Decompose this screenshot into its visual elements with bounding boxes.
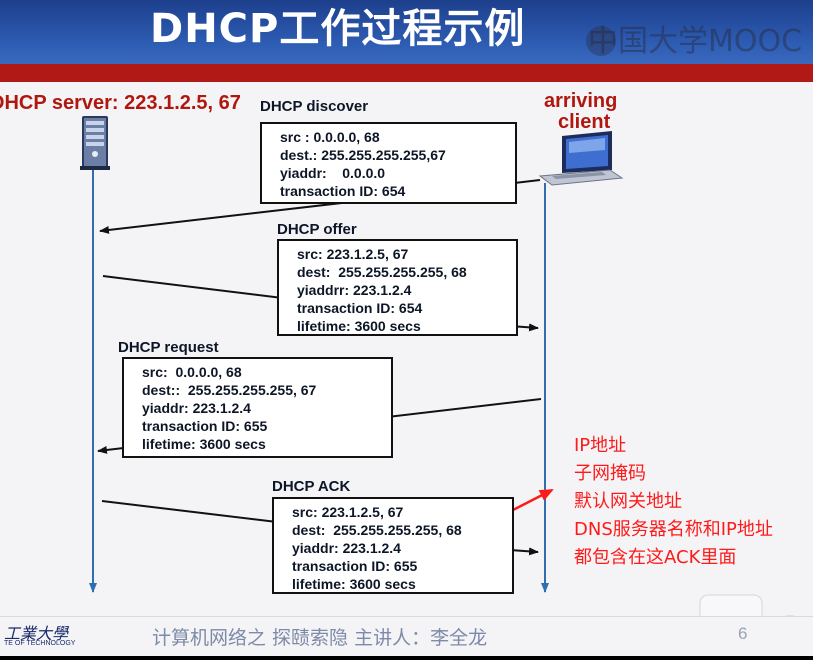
- discover-line-yiaddr: yiaddr: 0.0.0.0: [280, 165, 386, 181]
- offer-title: DHCP offer: [277, 221, 357, 238]
- ack-line-yiaddr: yiaddr: 223.1.2.4: [292, 540, 401, 556]
- client-label-line-1: arriving: [544, 90, 618, 112]
- university-logo-subtitle: TE OF TECHNOLOGY: [4, 640, 76, 647]
- annotation-line-ip: IP地址: [574, 435, 627, 456]
- slide-header: [0, 0, 813, 64]
- bottom-edge-bar: [0, 656, 813, 660]
- offer-line-transaction: transaction ID: 654: [297, 300, 423, 316]
- discover-message-box: src : 0.0.0.0, 68 dest.: 255.255.255.255…: [260, 122, 517, 204]
- ack-line-src: src: 223.1.2.5, 67: [292, 504, 404, 520]
- request-line-yiaddr: yiaddr: 223.1.2.4: [142, 400, 251, 416]
- request-line-src: src: 0.0.0.0, 68: [142, 364, 242, 380]
- request-line-transaction: transaction ID: 655: [142, 418, 268, 434]
- offer-line-lifetime: lifetime: 3600 secs: [297, 318, 421, 334]
- discover-line-dest: dest.: 255.255.255.255,67: [280, 147, 446, 163]
- server-tower-icon: [80, 116, 110, 170]
- request-line-dest: dest:: 255.255.255.255, 67: [142, 382, 317, 398]
- ack-line-transaction: transaction ID: 655: [292, 558, 418, 574]
- title-underline-band: [0, 64, 813, 82]
- discover-line-transaction: transaction ID: 654: [280, 183, 406, 199]
- server-label: DHCP server: 223.1.2.5, 67: [0, 92, 241, 114]
- mooc-watermark: 中国大学MOOC: [588, 24, 803, 59]
- annotation-line-gateway: 默认网关地址: [574, 491, 682, 512]
- ack-line-lifetime: lifetime: 3600 secs: [292, 576, 416, 592]
- client-label-line-2: client: [558, 111, 611, 133]
- laptop-icon: [538, 131, 624, 186]
- request-line-lifetime: lifetime: 3600 secs: [142, 436, 266, 452]
- ack-title: DHCP ACK: [272, 478, 351, 495]
- annotation-line-dns: DNS服务器名称和IP地址: [574, 519, 773, 540]
- slide-footer: [0, 616, 813, 657]
- annotation-line-mask: 子网掩码: [574, 463, 646, 484]
- university-logo: 工業大學: [4, 624, 69, 643]
- offer-line-yiaddr: yiaddrr: 223.1.2.4: [297, 282, 412, 298]
- annotation-line-summary: 都包含在这ACK里面: [574, 547, 737, 568]
- page-number: 6: [738, 624, 748, 643]
- ack-message-box: src: 223.1.2.5, 67 dest: 255.255.255.255…: [272, 497, 514, 594]
- ack-line-dest: dest: 255.255.255.255, 68: [292, 522, 462, 538]
- offer-message-box: src: 223.1.2.5, 67 dest: 255.255.255.255…: [277, 239, 518, 336]
- ack-annotation: IP地址 子网掩码 默认网关地址 DNS服务器名称和IP地址 都包含在这ACK里…: [574, 432, 773, 572]
- offer-line-src: src: 223.1.2.5, 67: [297, 246, 409, 262]
- course-footer-text: 计算机网络之 探赜索隐 主讲人：李全龙: [152, 627, 488, 649]
- discover-title: DHCP discover: [260, 98, 369, 115]
- offer-line-dest: dest: 255.255.255.255, 68: [297, 264, 467, 280]
- discover-line-src: src : 0.0.0.0, 68: [280, 129, 380, 145]
- mooc-logo-icon: [586, 26, 616, 56]
- request-message-box: src: 0.0.0.0, 68 dest:: 255.255.255.255,…: [122, 357, 393, 458]
- slide-title: DHCP工作过程示例: [150, 6, 526, 52]
- request-title: DHCP request: [118, 339, 219, 356]
